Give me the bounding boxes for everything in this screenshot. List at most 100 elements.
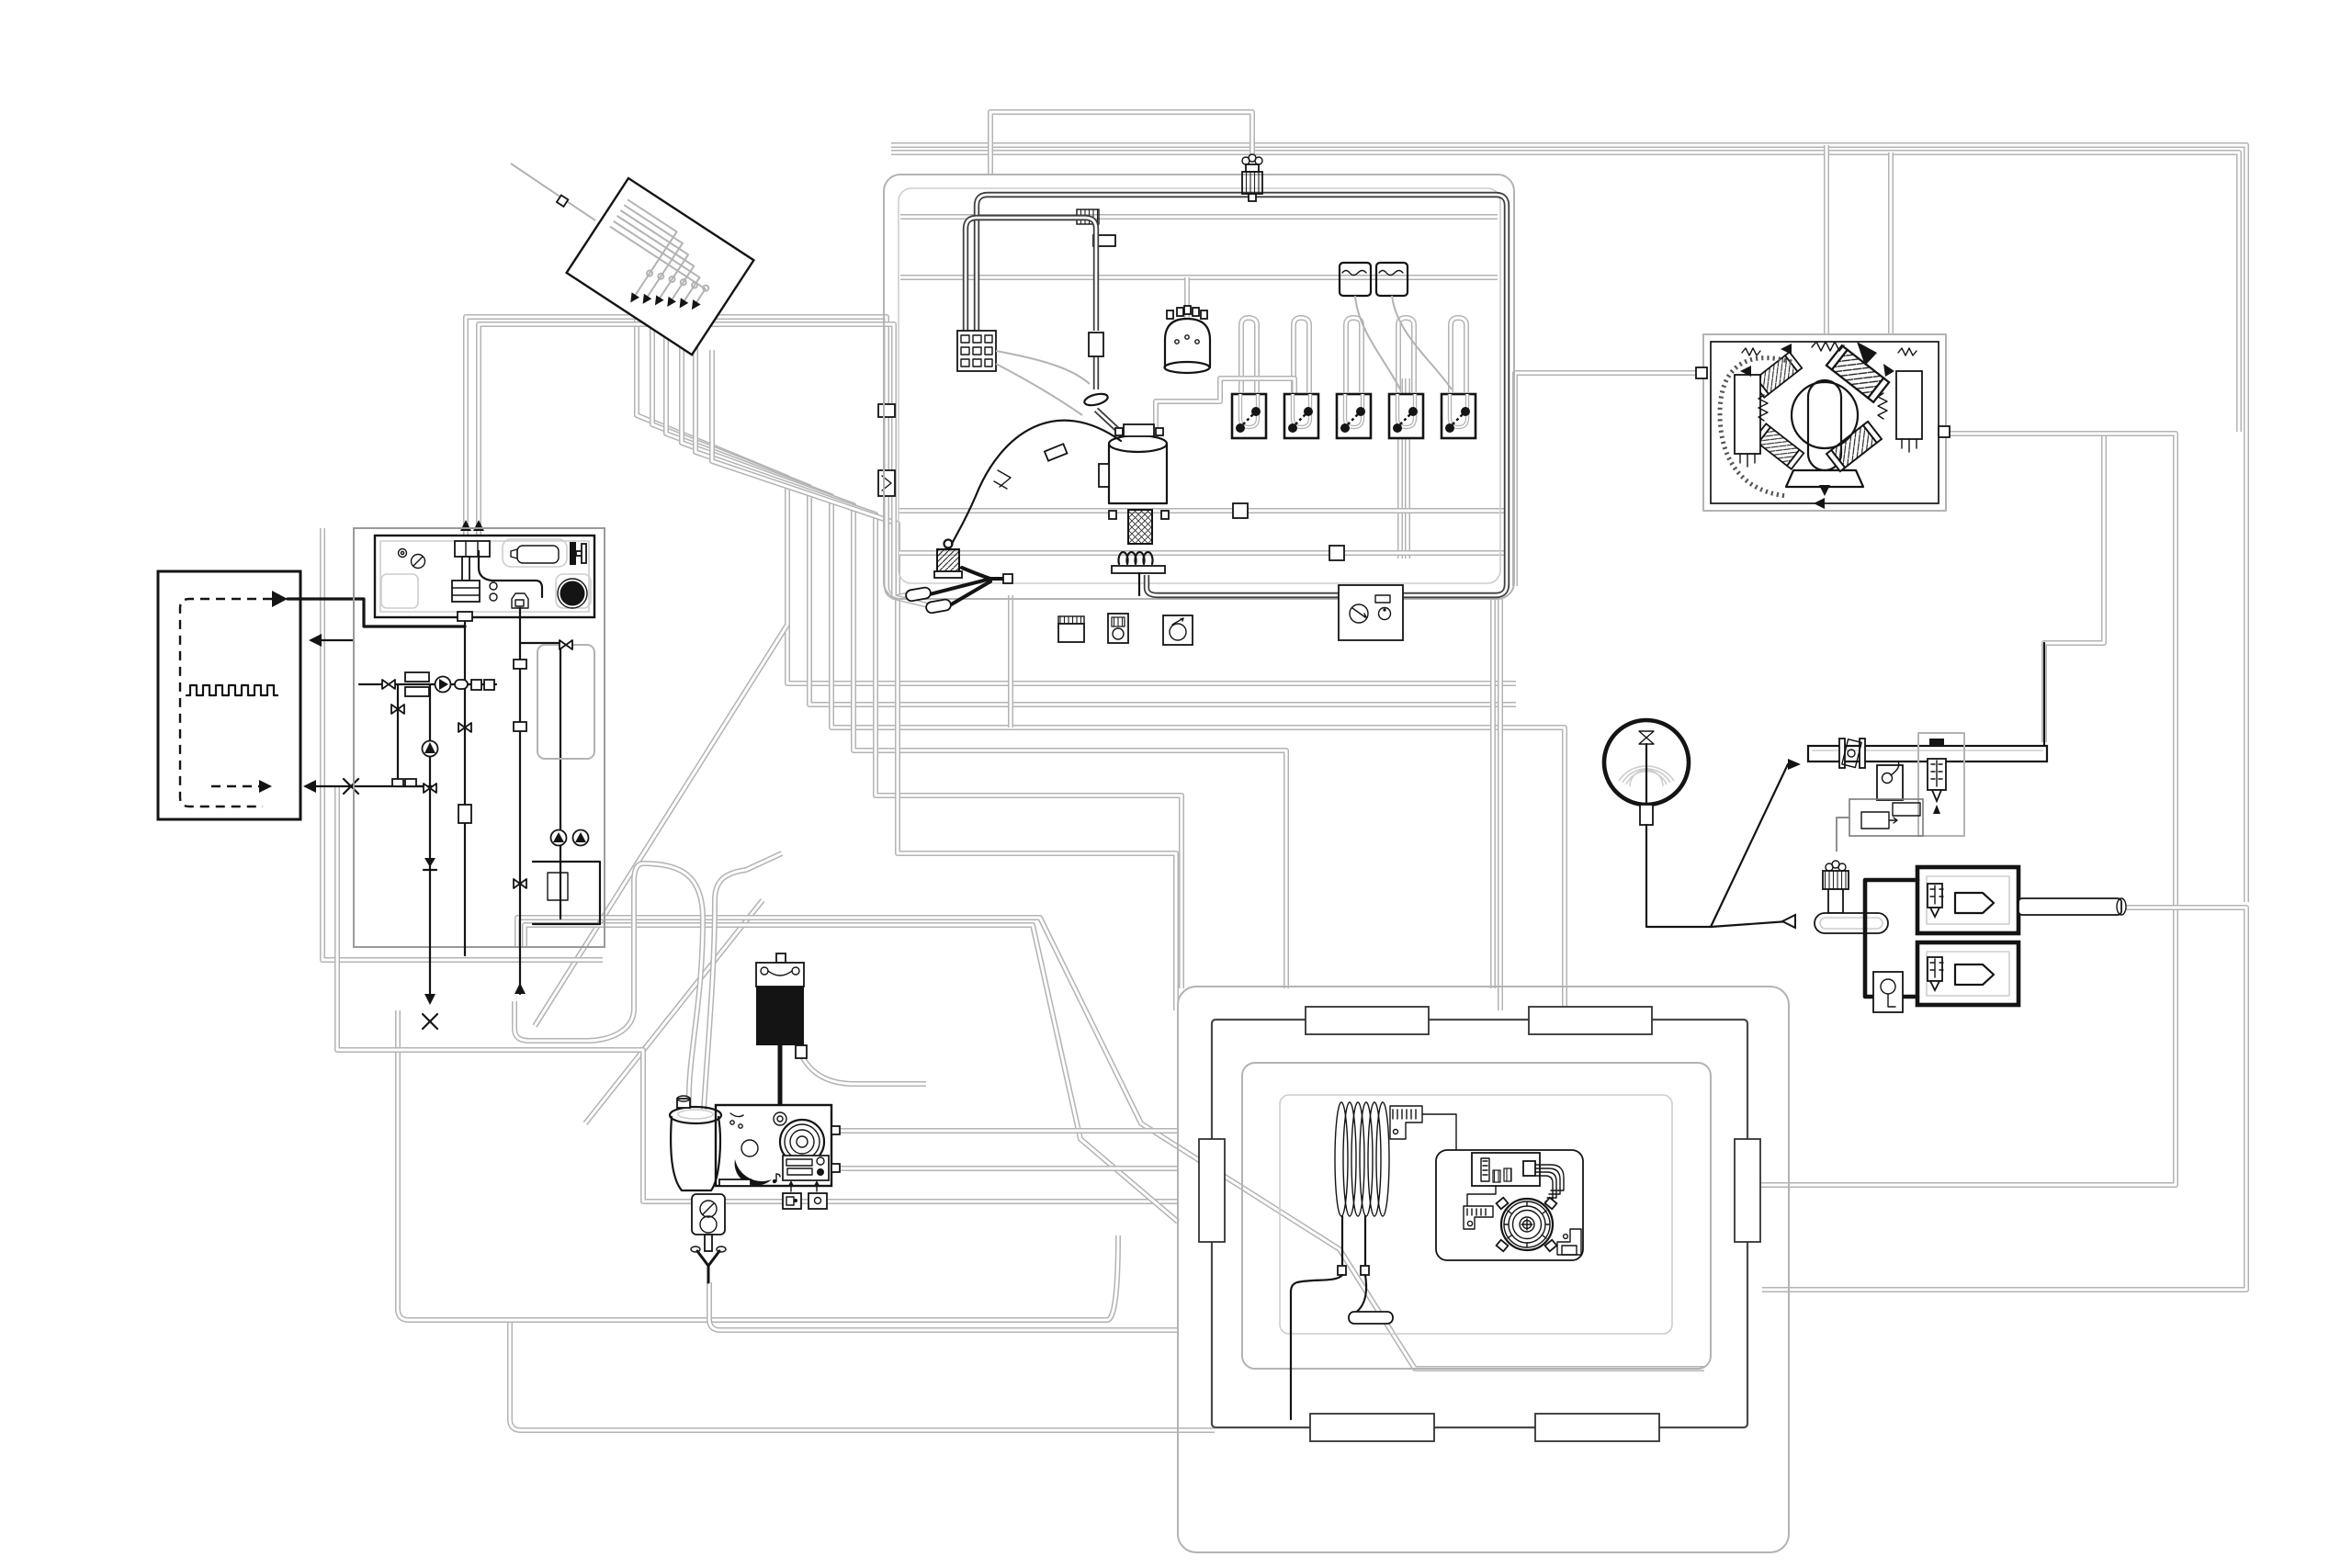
fuel-injector — [1927, 739, 1947, 814]
grommet-ring-icon — [1083, 392, 1109, 407]
y-union — [905, 566, 1013, 615]
flow-up-arrow-icon — [460, 520, 471, 531]
diode-icon — [642, 293, 652, 304]
diode-icon — [630, 292, 639, 303]
harness-wires — [637, 302, 1565, 1010]
capsule-left — [1198, 1138, 1226, 1243]
compressor-cylinders — [1750, 344, 1891, 473]
intake-runner-lower — [1915, 940, 2021, 1008]
port-stub — [831, 1163, 841, 1173]
flow-arrow-icon — [1857, 342, 1877, 366]
runner-valve-icon — [1953, 963, 1996, 987]
flow-up-arrow-icon — [473, 520, 484, 531]
secondary-winding-icon — [1117, 551, 1154, 566]
spring-icon — [1758, 394, 1769, 422]
primary-winding-icon — [1127, 509, 1153, 545]
x-compressor-box — [1695, 333, 1951, 512]
inlet-capsule-core — [1819, 917, 1883, 930]
distributor-cap — [1163, 305, 1212, 375]
clutch-ticks — [1504, 1201, 1550, 1247]
routing-pipes — [322, 112, 2246, 1430]
heater-coil-icon — [185, 683, 279, 697]
inline-strainer — [691, 1193, 726, 1252]
cluster-outer-loop — [883, 174, 1515, 600]
compressor-base — [1784, 468, 1865, 489]
check-valve-box — [1872, 971, 1904, 1013]
spark-plug-3 — [1337, 394, 1371, 438]
switch-boxes — [782, 1180, 828, 1210]
filter-stack — [451, 540, 491, 622]
switch-box-icon — [808, 1192, 828, 1210]
spring-icon — [1741, 347, 1761, 356]
ac-outer-loop — [1177, 986, 1790, 1553]
compressor-control-box — [1471, 1152, 1541, 1187]
spark-plug-2 — [1284, 394, 1318, 438]
engine-unit — [714, 1103, 841, 1188]
flow-arrow-icon — [1781, 344, 1792, 355]
flow-arrow-right-icon — [272, 591, 288, 607]
screw-icon — [410, 553, 426, 570]
lead-connector-icon — [555, 194, 570, 209]
spray-arrow-icon — [1933, 805, 1940, 814]
mounting-capsules — [1198, 1006, 1761, 1442]
inlet-capsule — [1814, 912, 1889, 934]
inline-canister — [1241, 153, 1263, 202]
heater-supply-line — [286, 597, 467, 628]
bracket-left — [1463, 1205, 1494, 1230]
check-valve-icon — [424, 858, 435, 867]
reservoir-tank-right — [1895, 370, 1923, 440]
zigzag-connector-icon — [993, 469, 1012, 490]
lead-arrow-icon — [1788, 759, 1801, 770]
diode-icon — [654, 295, 664, 306]
internal-valve-icon — [1638, 730, 1655, 745]
relay-block — [956, 330, 997, 372]
relay-wire — [995, 363, 1083, 416]
fuse-link-icon — [877, 469, 896, 497]
spark-plug-4 — [1389, 394, 1423, 438]
bolt-icon — [489, 592, 498, 602]
pump-motor — [555, 573, 592, 609]
oil-cups — [1338, 261, 1453, 390]
clutch-pulley — [1495, 1196, 1558, 1253]
cluster-inner-loop — [898, 187, 1501, 584]
tray-pipe — [477, 549, 544, 599]
output-pipe — [2018, 897, 2122, 916]
map-sensor — [1876, 761, 1904, 801]
switch-box-icon — [782, 1192, 802, 1210]
module-lead — [1836, 817, 1849, 852]
ribbed-sensor-icon — [1057, 615, 1085, 625]
capsule-top-left — [1305, 1006, 1430, 1035]
panel-outline — [564, 176, 756, 356]
bracket-right — [1556, 1228, 1582, 1256]
capsule-top-right — [1528, 1006, 1653, 1035]
coil-drain-line — [1289, 1273, 1344, 1421]
inline-connector-icon — [1043, 443, 1069, 462]
flow-arrow-right-icon — [259, 780, 272, 793]
washer-panel — [353, 527, 605, 1031]
reservoir-tank-left — [1734, 374, 1761, 455]
port-right — [1938, 425, 1951, 438]
condenser-frame — [1177, 986, 1790, 1553]
liquid-level-icon — [1341, 269, 1367, 276]
inline-connector-icon — [877, 403, 896, 418]
bracket-top — [1389, 1105, 1423, 1140]
intake-runner-upper — [1915, 864, 2021, 936]
ignition-cluster — [883, 153, 1515, 646]
spring-icon — [1811, 341, 1845, 352]
spark-plug-1 — [1232, 394, 1266, 438]
flow-arrow-icon — [1819, 485, 1830, 496]
ac-inner-loop — [1241, 1062, 1712, 1370]
tilted-connector-panel — [510, 163, 756, 356]
ignition-coil — [1098, 423, 1170, 597]
dashed-flow-loop — [178, 597, 272, 808]
ballast-resistor — [1088, 332, 1104, 357]
flow-arrow-left-icon — [309, 634, 322, 647]
liquid-level-icon — [1378, 269, 1404, 276]
solenoid-cylinder — [502, 538, 587, 568]
crankcase-circle — [1790, 380, 1860, 450]
bolt-icon — [489, 581, 498, 591]
mount-tab — [1495, 1196, 1510, 1211]
flow-arrow-left-icon — [303, 780, 316, 793]
control-lead — [1466, 1185, 1497, 1207]
